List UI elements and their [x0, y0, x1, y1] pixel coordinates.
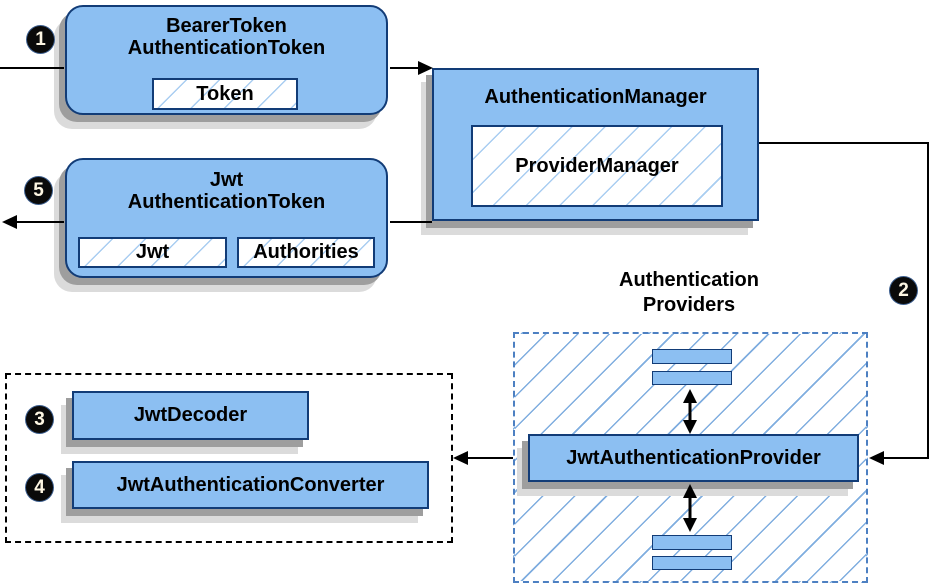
authentication-providers-label-line1: Authentication [619, 269, 759, 291]
step-1-marker: 1 [27, 26, 54, 53]
authentication-manager-title: AuthenticationManager [484, 86, 707, 108]
step-4-marker: 4 [26, 474, 53, 501]
token-label: Token [196, 82, 254, 105]
step-3-marker: 3 [26, 406, 53, 433]
provider-stack-top-bar-2 [652, 371, 732, 385]
bearer-token-title-line2: AuthenticationToken [127, 37, 326, 59]
jwt-token-exit-arrow [2, 215, 64, 229]
authorities-inner-box: Authorities [237, 237, 375, 268]
jwt-authentication-provider-node: JwtAuthenticationProvider [528, 434, 859, 482]
jwt-decoder-node: JwtDecoder [72, 391, 309, 440]
authorities-label: Authorities [253, 241, 359, 263]
provider-stack-top-bar-1 [652, 349, 732, 364]
provider-stack-bottom-bar-2 [652, 556, 732, 570]
jwt-authentication-converter-label: JwtAuthenticationConverter [116, 473, 385, 496]
jwt-token-title-line1: Jwt [209, 169, 244, 191]
jwt-authentication-converter-node: JwtAuthenticationConverter [72, 461, 429, 509]
provider-stack-bottom-bar-1 [652, 535, 732, 550]
step-2-marker: 2 [890, 277, 917, 304]
jwt-decoder-label: JwtDecoder [133, 404, 248, 426]
authentication-providers-label-line2: Providers [642, 294, 736, 316]
jwt-inner-box: Jwt [78, 237, 227, 268]
jwt-authentication-provider-label: JwtAuthenticationProvider [566, 446, 821, 469]
authentication-providers-label: Authentication Providers [544, 268, 834, 318]
jwt-converter-container [5, 373, 453, 543]
token-inner-box: Token [152, 78, 298, 110]
step-5-marker: 5 [25, 177, 52, 204]
bearer-token-title-line1: BearerToken [166, 15, 287, 37]
jwt-token-title-line2: AuthenticationToken [127, 191, 326, 213]
jwt-label: Jwt [135, 241, 170, 263]
provider-to-converter-arrow [453, 451, 513, 465]
bearer-to-manager-arrow [390, 61, 433, 75]
provider-manager-label: ProviderManager [515, 154, 679, 177]
provider-manager-inner-box: ProviderManager [471, 125, 723, 207]
